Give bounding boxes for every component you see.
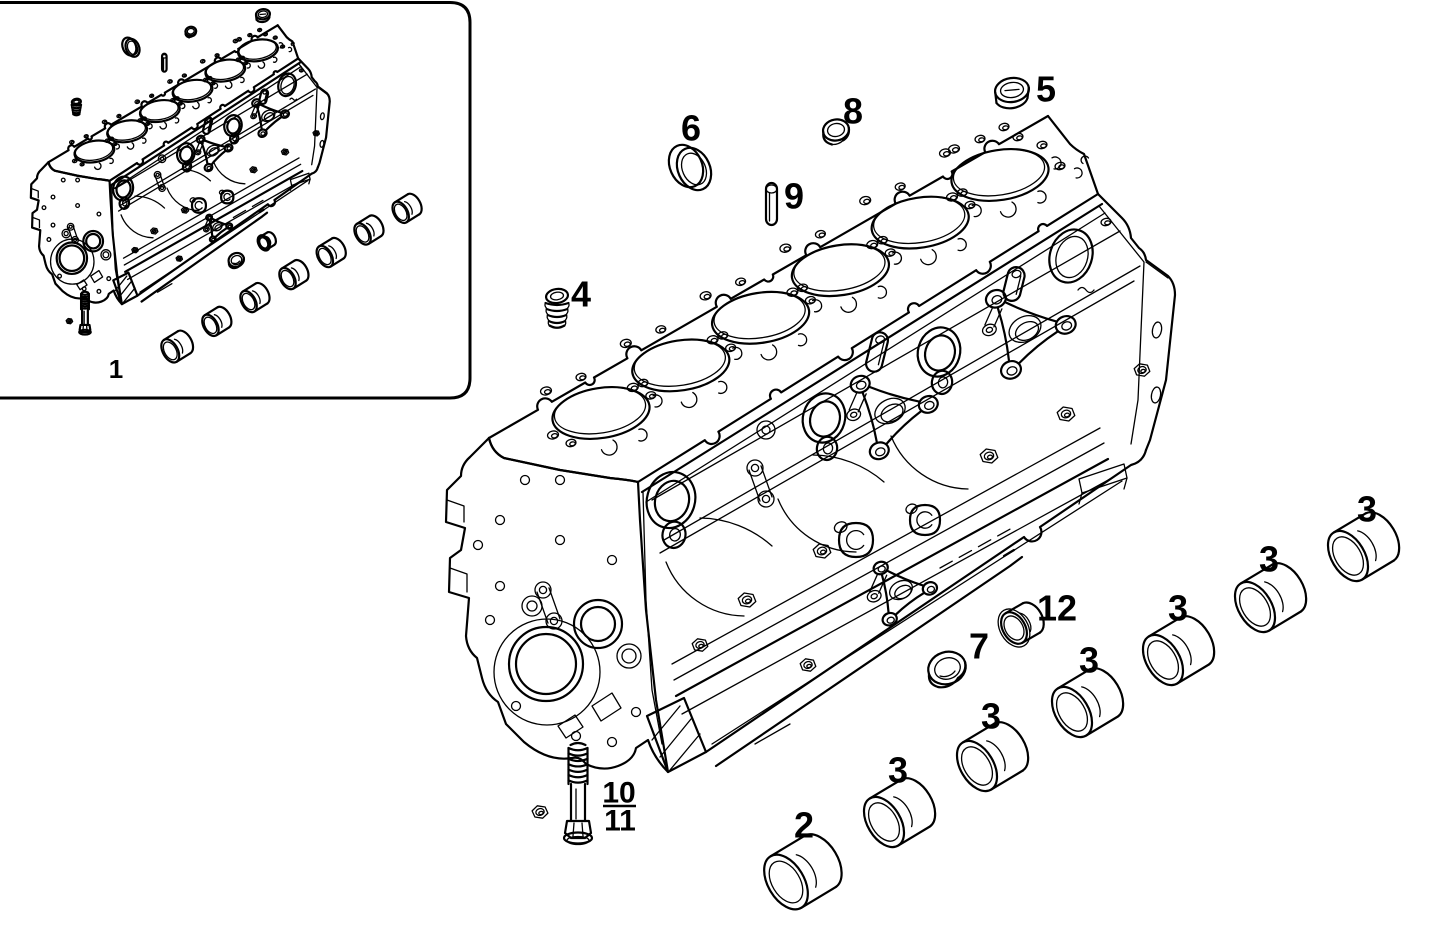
engine-block-assembly	[446, 76, 1399, 917]
callout-11-fixing-bolt: 11	[604, 805, 636, 838]
cup-plug-5-glyph	[993, 76, 1030, 109]
callout-9-dowel-pin: 9	[784, 176, 804, 217]
callout-3-camshaft-bushing: 3	[1357, 489, 1377, 530]
camshaft-bushings-3-glyph	[856, 512, 1399, 854]
callout-5-cup-plug: 5	[1036, 69, 1056, 110]
stud-bolt-10-11-glyph	[564, 743, 592, 845]
callout-3-camshaft-bushing: 3	[981, 696, 1001, 737]
camshaft-bushing-2-glyph	[755, 834, 842, 917]
callout-8-screw-plug: 8	[843, 91, 863, 132]
callout-3-camshaft-bushing: 3	[1259, 539, 1279, 580]
screw-plug-8-glyph	[821, 117, 850, 144]
bushing-12-glyph	[992, 603, 1044, 653]
callout-10-fixing-bolt: 10	[602, 777, 635, 810]
callout-6-cup-plug: 6	[681, 108, 701, 149]
cup-plug-6-glyph	[662, 139, 717, 195]
inset-frame-border	[0, 1, 472, 400]
callout-1-inset-assembly: 1	[109, 354, 123, 384]
callout-3-camshaft-bushing: 3	[888, 750, 908, 791]
cylinder-block-drawing	[446, 116, 1175, 818]
threaded-plug-4-glyph	[545, 288, 569, 328]
callout-4-threaded-plug: 4	[571, 274, 591, 315]
callout-7-cup-plug: 7	[969, 626, 989, 667]
main-view	[446, 76, 1399, 917]
callout-2-camshaft-bushing-front: 2	[794, 805, 814, 846]
inset-view	[0, 1, 472, 400]
cup-plug-7-glyph	[924, 647, 970, 689]
callout-3-camshaft-bushing: 3	[1168, 588, 1188, 629]
callout-12-flanged-bushing: 12	[1037, 588, 1077, 629]
dowel-pin-9-glyph	[766, 183, 777, 225]
callout-3-camshaft-bushing: 3	[1079, 640, 1099, 681]
